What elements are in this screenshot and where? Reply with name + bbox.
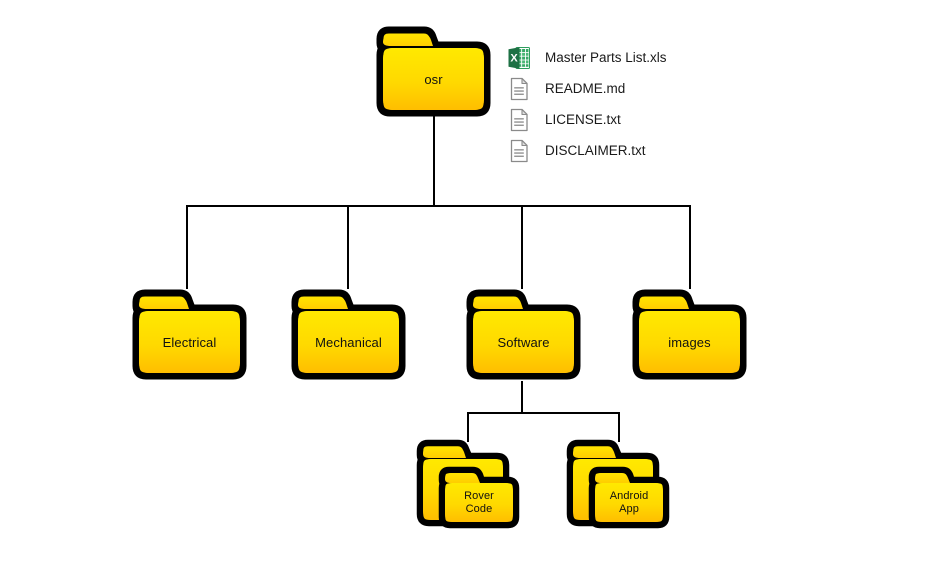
file-row-master-parts-list[interactable]: X Master Parts List.xls (507, 45, 667, 71)
folder-icon (466, 289, 581, 380)
root-file-list: X Master Parts List.xls README.md L (507, 45, 767, 170)
connector-level2-bus (467, 412, 620, 414)
file-name: README.md (545, 81, 626, 96)
connector-drop-android-app (618, 412, 620, 442)
connector-level1-bus (186, 205, 691, 207)
connector-root-stem (433, 115, 435, 206)
folder-icon (132, 289, 247, 380)
connector-software-stem (521, 381, 523, 413)
text-file-icon (510, 108, 528, 132)
folder-mechanical[interactable]: Mechanical (291, 288, 406, 380)
connector-drop-rover-code (467, 412, 469, 442)
connector-drop-electrical (186, 205, 188, 289)
folder-icon (376, 26, 491, 117)
folder-icon (291, 289, 406, 380)
file-name: LICENSE.txt (545, 112, 621, 127)
excel-file-icon: X (508, 47, 530, 69)
folder-icon (632, 289, 747, 380)
file-row-readme[interactable]: README.md (507, 76, 625, 102)
svg-text:X: X (510, 53, 518, 65)
folder-rover-code[interactable]: Rover Code (416, 438, 520, 530)
connector-drop-software (521, 205, 523, 289)
text-file-icon (510, 77, 528, 101)
file-row-disclaimer[interactable]: DISCLAIMER.txt (507, 138, 646, 164)
connector-drop-mechanical (347, 205, 349, 289)
text-file-icon (510, 139, 528, 163)
folder-images[interactable]: images (632, 288, 747, 380)
file-row-license[interactable]: LICENSE.txt (507, 107, 621, 133)
connector-drop-images (689, 205, 691, 289)
folder-android-app[interactable]: Android App (566, 438, 670, 530)
file-name: Master Parts List.xls (545, 50, 667, 65)
folder-electrical[interactable]: Electrical (132, 288, 247, 380)
folder-software[interactable]: Software (466, 288, 581, 380)
folder-osr[interactable]: osr (376, 25, 491, 117)
file-name: DISCLAIMER.txt (545, 143, 646, 158)
nested-folder-icon (566, 439, 670, 529)
nested-folder-icon (416, 439, 520, 529)
